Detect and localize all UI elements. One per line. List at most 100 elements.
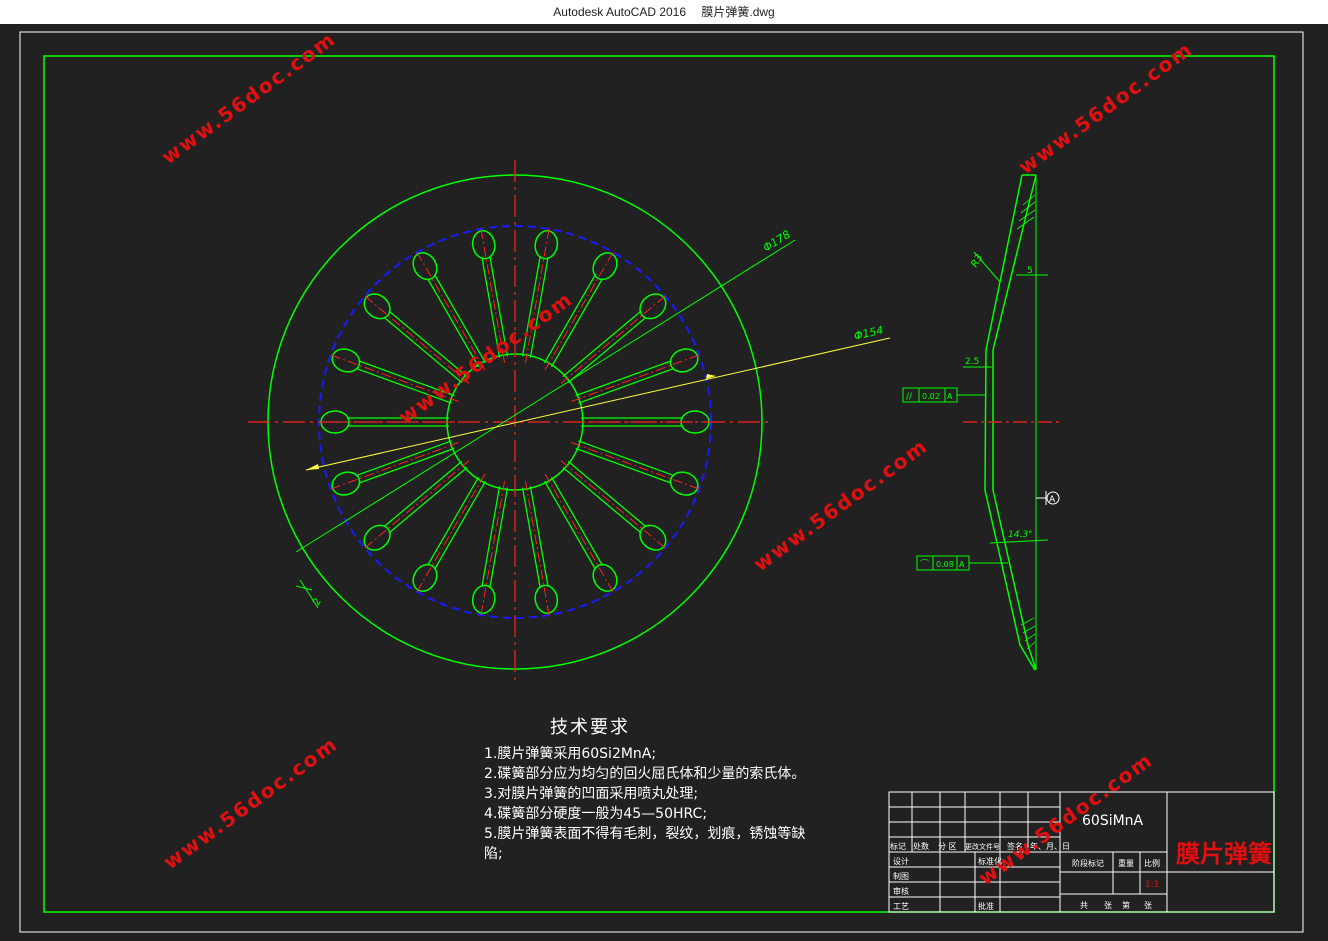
watermark: www.56doc.com — [159, 731, 343, 874]
spring-finger — [543, 473, 618, 592]
finger-hole — [639, 293, 667, 320]
finger-hole — [669, 348, 699, 373]
tol-datum: A — [959, 560, 965, 569]
finger-slot — [521, 255, 549, 358]
drawing-canvas[interactable]: Φ178 Φ154 2 R3 5 2.5 14.3° — [0, 24, 1328, 941]
front-view: Φ178 Φ154 2 — [248, 160, 891, 684]
finger-hole — [363, 524, 391, 551]
finger-center-line — [416, 473, 486, 592]
spring-finger — [571, 440, 700, 496]
finger-hole — [534, 584, 559, 614]
tb-header: 更改文件号 — [965, 842, 1000, 851]
finger-hole — [534, 230, 559, 260]
finger-slot — [383, 310, 468, 384]
dim-line-outer — [295, 239, 796, 553]
arrowhead — [306, 464, 319, 470]
tb-label: 审核 — [893, 886, 909, 896]
cad-drawing[interactable]: Φ178 Φ154 2 R3 5 2.5 14.3° — [0, 24, 1328, 941]
watermark: www.56doc.com — [157, 26, 341, 169]
tb-header: 年、月、日 — [1030, 841, 1070, 851]
dim-line-mid — [305, 337, 891, 471]
spring-finger — [471, 228, 509, 363]
finger-center-line — [330, 354, 459, 402]
finger-center-line — [560, 295, 666, 384]
finger-slot — [543, 274, 604, 368]
technical-requirements: 技术要求 1.膜片弹簧采用60Si2MnA; 2.碟簧部分应为均匀的回火屈氏体和… — [484, 718, 864, 864]
sheet-text: 共 — [1080, 901, 1088, 910]
finger-slot — [355, 360, 455, 404]
finger-center-line — [416, 252, 486, 371]
angle-label: 14.3° — [1008, 530, 1033, 540]
thickness-label: 5 — [1027, 266, 1033, 276]
tb-stage-header: 重量 — [1118, 858, 1134, 868]
finger-slot — [562, 460, 647, 534]
watermark: www.56doc.com — [394, 286, 578, 429]
tolerance-frame-profile: ⌒ 0.08 A — [916, 555, 1008, 571]
app-title: Autodesk AutoCAD 2016 — [553, 5, 687, 19]
spring-finger — [363, 460, 470, 551]
tb-stage-header: 比例 — [1144, 858, 1160, 868]
tb-label: 工艺 — [893, 902, 909, 911]
section-outline — [984, 174, 1036, 671]
offset-label: 2.5 — [965, 357, 979, 367]
spring-finger — [571, 348, 700, 404]
spring-finger — [363, 293, 470, 384]
finger-center-line — [571, 354, 700, 402]
hatch-bottom — [1020, 617, 1036, 650]
spring-finger — [330, 440, 459, 496]
tb-header: 标记 — [890, 841, 906, 851]
finger-slot — [426, 476, 487, 570]
window-title-bar: Autodesk AutoCAD 2016 膜片弹簧.dwg — [0, 0, 1328, 24]
datum-letter: A — [1049, 495, 1056, 505]
tol-symbol: // — [906, 392, 913, 402]
tech-item: 5.膜片弹簧表面不得有毛刺，裂纹，划痕，锈蚀等缺 — [484, 826, 806, 842]
slot-width-label: 2 — [311, 596, 324, 607]
side-view: R3 5 2.5 14.3° A // 0.02 A ⌒ 0.08 A — [902, 174, 1062, 671]
finger-slot — [575, 440, 675, 484]
drawing-frame — [43, 55, 1275, 913]
tb-label: 标准化 — [978, 856, 1002, 866]
finger-hole — [331, 471, 361, 496]
finger-center-line — [571, 442, 700, 490]
tol-value: 0.08 — [936, 560, 954, 569]
finger-center-line — [524, 228, 550, 363]
part-name: 膜片弹簧 — [1175, 839, 1272, 868]
finger-center-line — [364, 295, 470, 384]
finger-center-line — [524, 481, 550, 616]
scale-value: 1:1 — [1145, 880, 1159, 890]
tb-label: 批准 — [978, 901, 994, 911]
spring-finger — [471, 481, 509, 616]
tb-header: 分 区 — [938, 842, 957, 851]
tech-heading: 技术要求 — [550, 717, 630, 738]
tol-value: 0.02 — [922, 392, 940, 401]
slot-dim-line — [299, 579, 319, 609]
spring-finger — [521, 481, 559, 616]
finger-slot — [543, 476, 604, 570]
tb-label: 制图 — [893, 871, 909, 881]
finger-center-line — [544, 252, 614, 371]
finger-center-line — [364, 460, 470, 549]
finger-hole — [669, 471, 699, 496]
sheet-border — [19, 31, 1304, 933]
watermark: www.56doc.com — [749, 433, 933, 576]
watermark: www.56doc.com — [1014, 36, 1198, 179]
arrowhead — [706, 374, 716, 379]
finger-hole — [363, 293, 391, 320]
spring-finger — [412, 473, 487, 592]
radius-leader — [973, 251, 1001, 283]
finger-center-line — [480, 228, 506, 363]
finger-center-line — [544, 473, 614, 592]
tech-item: 陷; — [484, 846, 503, 862]
tb-header: 签名 — [1007, 841, 1023, 851]
sheet-text: 张 — [1104, 901, 1112, 910]
tolerance-frame-parallel: // 0.02 A — [902, 387, 985, 403]
datum-circle — [1046, 491, 1060, 505]
hatch-top — [1016, 194, 1036, 230]
spring-fingers — [319, 228, 711, 616]
angle-dim — [989, 539, 1049, 544]
finger-hole — [471, 230, 496, 260]
finger-hole — [471, 584, 496, 614]
radius-label: R3 — [969, 252, 985, 269]
finger-slot — [481, 486, 509, 589]
finger-center-line — [480, 481, 506, 616]
